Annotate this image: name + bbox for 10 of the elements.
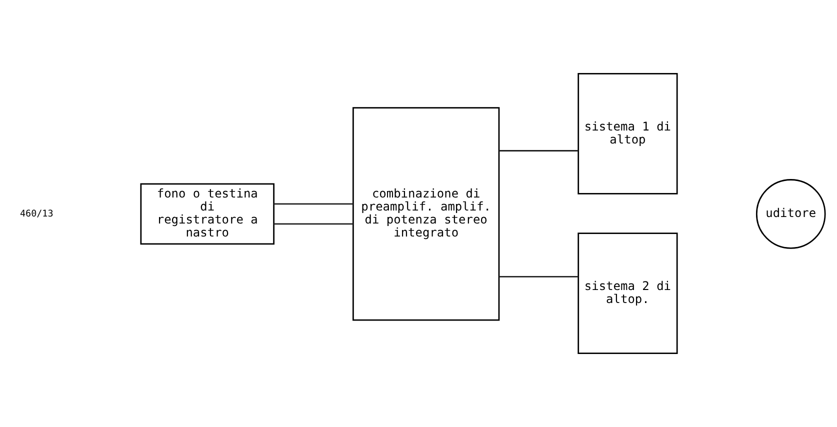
connector <box>274 203 354 205</box>
connector <box>499 150 578 152</box>
node-box: combinazione di preamplif. amplif. di potenza stereo integrato <box>352 107 500 321</box>
node-circle: uditore <box>756 179 826 249</box>
connector <box>499 276 578 278</box>
connector <box>274 223 354 225</box>
label: 460/13 <box>20 208 54 220</box>
node-box: sistema 2 di altop. <box>578 232 678 354</box>
node-box: fono o testina di registratore a nastro <box>140 183 274 245</box>
node-box: sistema 1 di altop <box>578 73 678 194</box>
